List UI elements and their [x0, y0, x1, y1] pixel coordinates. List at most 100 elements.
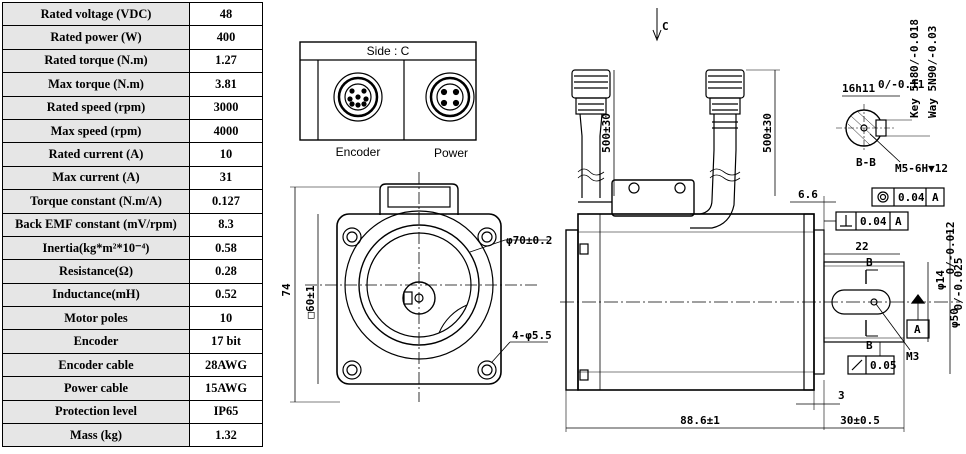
flange-circle-inner — [366, 232, 472, 338]
spec-row: Rated power (W)400 — [2, 25, 263, 50]
encoder-label: Encoder — [336, 145, 381, 159]
spec-value: 400 — [189, 25, 263, 50]
spec-param: Max current (A) — [2, 165, 190, 191]
spec-param: Torque constant (N.m/A) — [2, 189, 190, 214]
flange-square — [336, 213, 502, 385]
dim-22-text: 22 — [855, 240, 868, 253]
spec-param: Protection level — [2, 399, 190, 425]
spec-row: Max torque (N.m)3.81 — [2, 72, 263, 97]
datum-a-box — [906, 319, 930, 339]
flange-circle-outer — [344, 210, 494, 360]
way-tol: 0/-0.03 — [926, 26, 939, 72]
key-tol: 0/-0.018 — [908, 19, 921, 72]
spec-row: Torque constant (N.m/A)0.127 — [2, 189, 263, 214]
section-b-top: B — [866, 256, 873, 269]
dim-16h11-text: 16h11 — [842, 82, 875, 95]
dim-holes-text: 4-φ5.5 — [512, 329, 552, 342]
spec-row: Mass (kg)1.32 — [2, 423, 263, 448]
spec-param: Mass (kg) — [2, 423, 190, 448]
leader-phi70 — [469, 239, 506, 253]
spec-param: Max torque (N.m) — [2, 72, 190, 97]
dim-pilot-tol: 0/-0.025 — [952, 258, 965, 311]
spec-row: Rated voltage (VDC)48 — [2, 1, 263, 27]
dim-shaft-text: φ14 — [934, 270, 947, 290]
spec-value: 17 bit — [189, 329, 263, 354]
spec-value: IP65 — [189, 399, 263, 425]
spec-value: 28AWG — [189, 352, 263, 378]
shaft-key-front — [403, 291, 413, 305]
tol-concentric-value: 0.04 — [898, 191, 925, 204]
tolerance-concentric: 0.04 A — [871, 187, 945, 207]
view-c-label: C — [662, 20, 669, 33]
mount-hole-tl — [342, 227, 362, 247]
thread-label: M5-6H▼12 — [895, 162, 948, 175]
dim-length-text: 88.6±1 — [680, 414, 720, 427]
dim-square-text: □60±1 — [304, 285, 317, 318]
section-b-bottom: B — [866, 339, 873, 352]
tol-runout-value: 0.05 — [870, 359, 897, 372]
mount-hole-bl — [342, 360, 362, 380]
way-label: Way 5N9 — [926, 72, 939, 118]
spec-param: Rated speed (rpm) — [2, 95, 190, 120]
spec-value: 10 — [189, 306, 263, 331]
datum-a-label: A — [914, 323, 921, 336]
spec-value: 15AWG — [189, 376, 263, 401]
leader-m3 — [875, 303, 911, 351]
dim-cable-enc-text: 500±30 — [600, 113, 613, 153]
power-connector-icon — [425, 72, 475, 122]
key-label: Key 5h8 — [908, 72, 921, 118]
spec-value: 31 — [189, 165, 263, 191]
spec-param: Power cable — [2, 376, 190, 401]
section-hatch-2 — [847, 123, 871, 146]
spec-param: Inertia(kg*m²*10⁻⁴) — [2, 235, 190, 261]
spec-value: 1.32 — [189, 423, 263, 448]
encoder-connector-icon — [333, 72, 383, 122]
front-top-block — [379, 183, 459, 215]
spec-param: Rated voltage (VDC) — [2, 1, 190, 27]
spec-row: Rated current (A)10 — [2, 142, 263, 167]
spec-row: Resistance(Ω)0.28 — [2, 259, 263, 284]
front-view: 74 □60±1 φ70±0.2 4-φ5.5 — [280, 172, 552, 403]
spec-row: Max speed (rpm)4000 — [2, 118, 263, 144]
dim-16h11-tol: 0/-0.11 — [878, 78, 925, 91]
spec-value: 8.3 — [189, 212, 263, 237]
tol-perp-value: 0.04 — [860, 215, 887, 228]
tol-concentric-datum: A — [932, 191, 939, 204]
tol-perp-datum: A — [895, 215, 902, 228]
encoder-cable — [571, 69, 611, 198]
power-cable — [690, 69, 745, 229]
spec-param: Rated torque (N.m) — [2, 48, 190, 74]
spec-param: Inductance(mH) — [2, 282, 190, 308]
dim-phi70-text: φ70±0.2 — [506, 234, 552, 247]
dim-30-text: 30±0.5 — [840, 414, 880, 427]
shaft-front — [402, 281, 436, 315]
spec-param: Resistance(Ω) — [2, 259, 190, 284]
spec-param: Back EMF constant (mV/rpm) — [2, 212, 190, 237]
side-c-frame — [299, 41, 477, 141]
spec-value: 0.127 — [189, 189, 263, 214]
tolerance-perpendicular: 0.04 A — [835, 211, 909, 231]
spec-value: 10 — [189, 142, 263, 167]
side-c-view: Side : C Encoder Power — [299, 41, 477, 160]
spec-value: 0.28 — [189, 259, 263, 284]
spec-value: 4000 — [189, 118, 263, 144]
section-bb-view: 16h11 0/-0.11 B-B M5-6H▼12 Key 5h8 0/-0.… — [836, 19, 948, 175]
spec-row: Rated speed (rpm)3000 — [2, 95, 263, 120]
tolerance-runout: 0.05 — [847, 355, 897, 375]
section-bb-label: B-B — [856, 156, 876, 169]
spec-value: 3000 — [189, 95, 263, 120]
spec-param: Encoder — [2, 329, 190, 354]
dim-pilot-text: φ50 — [948, 308, 961, 328]
spec-row: Max current (A)31 — [2, 165, 263, 191]
flange-arc-2 — [438, 304, 468, 334]
flange-circle-ring — [358, 224, 480, 346]
power-label: Power — [434, 146, 468, 160]
dim-cable-pow-text: 500±30 — [761, 113, 774, 153]
m3-label: M3 — [906, 350, 919, 363]
leader-thread — [869, 133, 901, 163]
side-view: C 500±30 500±30 — [560, 8, 965, 432]
